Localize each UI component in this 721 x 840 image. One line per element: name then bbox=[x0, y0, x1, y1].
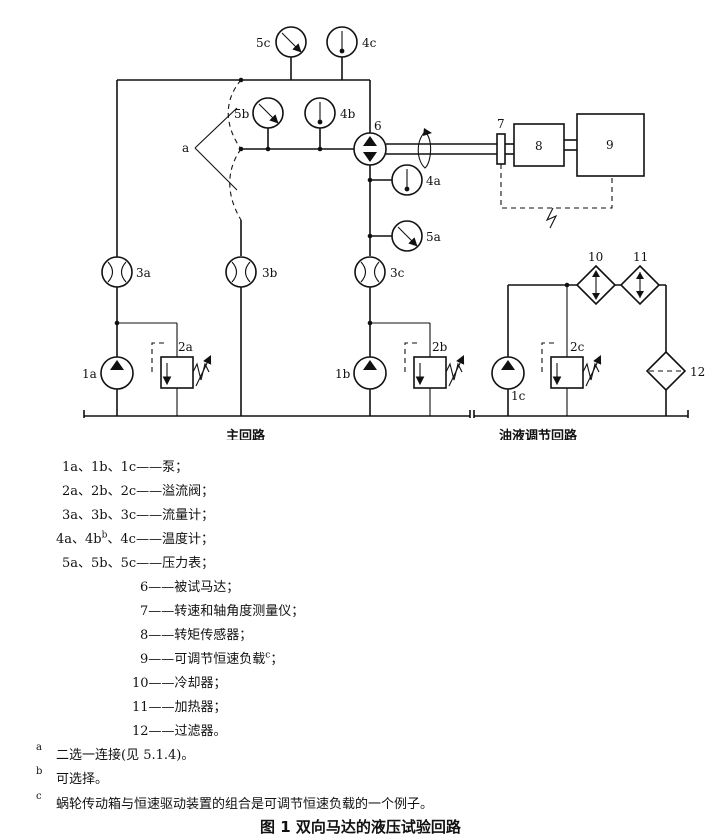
svg-text:9: 9 bbox=[606, 138, 614, 152]
svg-text:5c: 5c bbox=[256, 36, 271, 50]
svg-text:10: 10 bbox=[588, 250, 603, 264]
section-oil-circuit: 油液调节回路 bbox=[499, 428, 578, 440]
relief-valve-2c: 2c bbox=[541, 285, 602, 416]
footnote-mark-b: b bbox=[36, 766, 43, 777]
svg-text:3c: 3c bbox=[390, 266, 405, 280]
pump-1b: 1b bbox=[335, 356, 387, 390]
legend-item: 2a、2b、2c——溢流阀； bbox=[62, 484, 215, 499]
torque-sensor-8: 8 bbox=[513, 123, 577, 167]
legend-item: 7——转速和轴角度测量仪； bbox=[140, 604, 305, 619]
pressure-gauge-5b: 5b bbox=[234, 97, 284, 129]
figure-caption: 图 1 双向马达的液压试验回路 bbox=[260, 818, 461, 836]
svg-text:1a: 1a bbox=[82, 367, 97, 381]
legend-item: 8——转矩传感器； bbox=[140, 628, 253, 643]
thermometer-4c: 4c bbox=[326, 26, 377, 58]
svg-text:2c: 2c bbox=[570, 340, 585, 354]
pump-1c: 1c bbox=[491, 356, 526, 403]
thermometer-4a: 4a bbox=[391, 164, 441, 196]
heater-11: 11 bbox=[619, 250, 661, 306]
pump-1a: 1a bbox=[82, 356, 134, 390]
footnote-mark-a: a bbox=[36, 742, 42, 753]
svg-text:6: 6 bbox=[374, 119, 382, 133]
hydraulic-circuit-diagram: a 5c 4c 5b 4b 4a 5a 6 bbox=[82, 26, 705, 440]
svg-text:4b: 4b bbox=[340, 107, 356, 121]
footnote-a: 二选一连接(见 5.1.4)。 bbox=[56, 748, 195, 763]
flow-meter-3b: 3b bbox=[225, 256, 278, 288]
pressure-gauge-5c: 5c bbox=[256, 26, 307, 58]
cooler-10: 10 bbox=[575, 250, 617, 306]
legend-item: 5a、5b、5c——压力表； bbox=[62, 556, 215, 571]
footnote-mark-c: c bbox=[36, 791, 42, 802]
flow-meter-3c: 3c bbox=[354, 256, 405, 288]
speed-angle-meter-7: 7 bbox=[496, 117, 514, 165]
adjustable-load-9: 9 bbox=[500, 113, 645, 229]
pressure-gauge-5a: 5a bbox=[391, 220, 441, 252]
svg-text:5a: 5a bbox=[426, 230, 441, 244]
svg-text:7: 7 bbox=[497, 117, 505, 131]
svg-text:1c: 1c bbox=[511, 389, 526, 403]
svg-text:5b: 5b bbox=[234, 107, 250, 121]
footnote-b: 可选择。 bbox=[56, 772, 109, 787]
section-main-circuit: 主回路 bbox=[226, 428, 266, 440]
legend-item: 6——被试马达； bbox=[140, 580, 240, 595]
relief-valve-2a: 2a bbox=[117, 322, 212, 416]
relief-valve-2b: 2b bbox=[370, 322, 465, 416]
alternative-connection-a: a bbox=[182, 79, 242, 221]
oil-circuit-piping bbox=[473, 282, 689, 418]
legend-item: 3a、3b、3c——流量计； bbox=[62, 508, 215, 523]
legend-item: 10——冷却器； bbox=[132, 676, 227, 691]
label-a: a bbox=[182, 141, 189, 155]
footnote-c: 蜗轮传动箱与恒速驱动装置的组合是可调节恒速负载的一个例子。 bbox=[56, 797, 434, 812]
filter-12: 12 bbox=[645, 350, 705, 392]
thermometer-4b: 4b bbox=[304, 97, 356, 129]
legend-item: 1a、1b、1c——泵； bbox=[62, 460, 189, 475]
legend-item: 12——过滤器。 bbox=[132, 724, 227, 739]
legend-item: 4a、4bb、4c——温度计； bbox=[56, 530, 214, 547]
svg-text:11: 11 bbox=[633, 250, 648, 264]
legend-item: 9——可调节恒速负载c； bbox=[140, 650, 284, 667]
motor-under-test-6: 6 bbox=[353, 119, 497, 169]
flow-meter-3a: 3a bbox=[101, 256, 151, 288]
svg-text:3a: 3a bbox=[136, 266, 151, 280]
svg-text:3b: 3b bbox=[262, 266, 278, 280]
svg-text:12: 12 bbox=[690, 365, 705, 379]
svg-text:1b: 1b bbox=[335, 367, 351, 381]
svg-text:4c: 4c bbox=[362, 36, 377, 50]
svg-text:2a: 2a bbox=[178, 340, 193, 354]
legend-item: 11——加热器； bbox=[132, 700, 227, 715]
svg-text:4a: 4a bbox=[426, 174, 441, 188]
svg-text:8: 8 bbox=[535, 139, 543, 153]
main-circuit-piping bbox=[83, 57, 471, 418]
svg-text:2b: 2b bbox=[432, 340, 448, 354]
